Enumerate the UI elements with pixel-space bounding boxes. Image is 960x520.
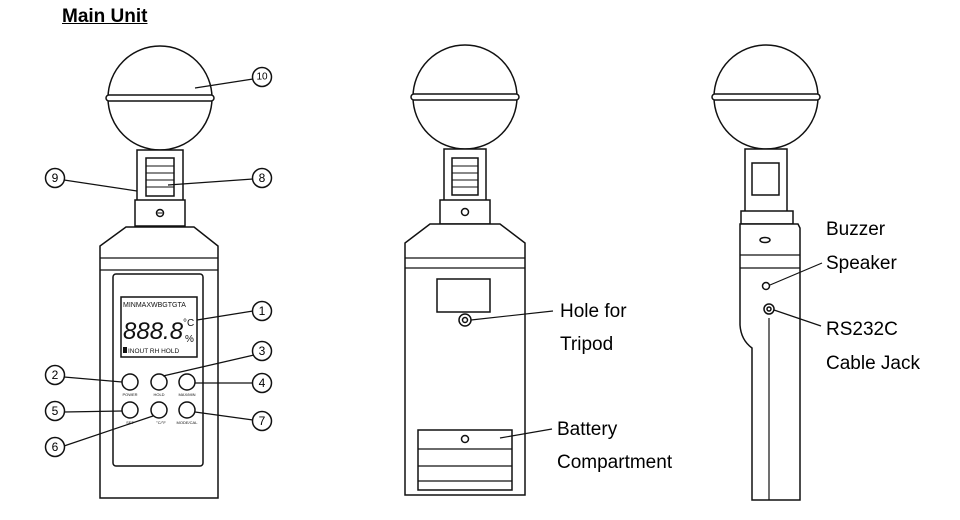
mode-cal-button-label: MODE/CAL [177, 420, 199, 425]
front-globe-band [105, 94, 215, 102]
mode-cal-button [178, 401, 196, 419]
unit-button [150, 401, 168, 419]
front-neck-grip [145, 157, 175, 197]
back-neck-grip [451, 157, 479, 196]
callout-2-circle [44, 364, 66, 386]
callout-9-leader [63, 179, 138, 192]
callout-1-number: 1 [259, 304, 266, 318]
side-view: Buzzer Speaker RS232C Cable Jack [711, 44, 920, 501]
set-button [121, 401, 139, 419]
side-globe-band [711, 93, 821, 101]
callout-4-circle [251, 372, 273, 394]
maxmin-button [178, 373, 196, 391]
tripod-hole-inner [461, 316, 469, 324]
callout-4-number: 4 [259, 376, 266, 390]
unit-button-label: °C/°F [156, 420, 166, 425]
callout-3-circle [251, 340, 273, 362]
jack-leader [773, 309, 822, 327]
tripod-label-line2: Tripod [560, 334, 613, 355]
callout-3-number: 3 [259, 344, 266, 358]
battery-leader [499, 428, 553, 439]
set-button-label: SET [126, 420, 134, 425]
callout-9-circle [44, 167, 66, 189]
tripod-leader [470, 310, 554, 321]
callout-8-number: 8 [259, 171, 266, 185]
callout-2-number: 2 [52, 368, 59, 382]
power-button [121, 373, 139, 391]
callout-5-number: 5 [52, 404, 59, 418]
lcd-unit-rh: % [185, 334, 194, 345]
callout-3-leader [162, 354, 255, 377]
lcd-unit-temp: °C [183, 318, 194, 329]
lcd-indicators: MINMAXWBGTGTA [123, 302, 186, 309]
callout-6-leader [63, 415, 154, 447]
battery-compartment-screw [460, 434, 470, 444]
back-label-plate [436, 278, 491, 313]
back-body [404, 223, 526, 496]
jack-label-line2: Cable Jack [826, 353, 920, 374]
front-view: MINMAXWBGTGTA 888.8 °C % INOUT RH HOLD P… [44, 45, 273, 499]
back-view: Hole for Tripod Battery Compartment [404, 44, 673, 496]
callout-7-leader [194, 411, 254, 421]
buzzer-label-line2: Speaker [826, 253, 897, 274]
callout-1-leader [196, 310, 254, 321]
callout-1-circle [251, 300, 273, 322]
callout-6-number: 6 [52, 440, 59, 454]
page-title: Main Unit [62, 6, 148, 27]
maxmin-button-label: MAX/MIN [178, 392, 195, 397]
side-collar [740, 210, 794, 225]
callout-6-circle [44, 436, 66, 458]
battery-label-line1: Battery [557, 419, 618, 440]
hold-button-label: HOLD [153, 392, 164, 397]
rs232c-jack-inner [766, 306, 772, 312]
callout-5-circle [44, 400, 66, 422]
side-body [739, 223, 801, 501]
buzzer-label-line1: Buzzer [826, 219, 886, 240]
lcd-battery-icon [123, 347, 127, 353]
callout-8-leader [167, 178, 254, 186]
buzzer-leader [769, 262, 823, 286]
jack-label-line1: RS232C [826, 319, 898, 340]
back-globe-band [410, 93, 520, 101]
side-neck-window [751, 162, 780, 196]
buzzer-speaker-hole [761, 281, 771, 291]
callout-10-leader [194, 78, 254, 89]
side-vent-slot [759, 236, 771, 244]
battery-label-line2: Compartment [557, 452, 673, 473]
callout-7-number: 7 [259, 414, 266, 428]
back-collar-screw [460, 207, 470, 217]
callout-5-leader [63, 410, 123, 413]
callout-10-circle [251, 66, 273, 88]
lcd-status: INOUT RH HOLD [128, 348, 179, 355]
lcd-digits: 888.8 [123, 318, 184, 345]
callout-7-circle [251, 410, 273, 432]
callout-8-circle [251, 167, 273, 189]
tripod-label-line1: Hole for [560, 301, 627, 322]
power-button-label: POWER [122, 392, 137, 397]
hold-button [150, 373, 168, 391]
callout-2-leader [63, 376, 123, 383]
callout-9-number: 9 [52, 171, 59, 185]
callout-10-number: 10 [256, 72, 268, 83]
lcd-display [120, 296, 198, 358]
